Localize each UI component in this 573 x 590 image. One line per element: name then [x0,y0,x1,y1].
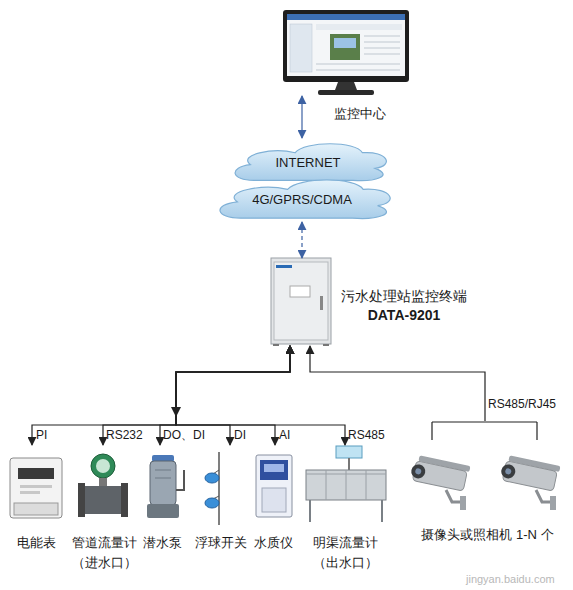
signal-line [160,346,290,445]
monitor-illustration [283,10,409,95]
camera-illustration [409,454,470,491]
terminal-node: 污水处理站监控终端DATA-9201 [270,258,332,346]
device-label: 浮球开关 [190,533,252,553]
signal-line [176,346,345,445]
interface-label: RS232 [106,428,143,442]
wireless-link [301,222,302,258]
interface-label: DO、DI [163,428,205,442]
interface-label: RS485/RJ45 [488,397,556,411]
camera-group-node: 摄像头或照相机 1-N 个 [405,421,570,551]
device-label: 潜水泵 [134,533,190,553]
device-label: 水质仪 [246,533,300,553]
signal-line [176,346,290,445]
signal-line [103,346,290,445]
terminal-model: DATA-9201 [329,305,479,325]
device-label: 管道流量计 （进水口） [66,533,142,573]
device-node: 管道流量计 （进水口） [66,445,142,575]
interface-label: PI [36,428,47,442]
cloud-node: 4G/GPRS/CDMA [212,174,392,222]
camera-illustration [499,454,560,491]
device-node: 浮球开关 [190,445,252,570]
camera-mount-base [550,496,556,510]
interface-label: DI [234,428,246,442]
signal-line [310,346,485,421]
meter-illustration [10,458,62,518]
camera-mount-base [460,496,466,510]
node-label: 监控中心 [334,104,414,124]
cloud-label: 4G/GPRS/CDMA [212,190,392,210]
terminal-name: 污水处理站监控终端 [329,286,479,306]
signal-line [176,346,290,445]
signal-line [32,346,290,445]
water-analyser-illustration [256,455,292,517]
device-label: 电能表 [4,533,68,553]
cabinet-illustration [271,258,331,346]
device-label: 明渠流量计 （出水口） [300,533,390,573]
pipe-flowmeter-illustration [78,454,128,517]
bus-arrowhead [171,407,181,417]
cloud-node: INTERNET [228,138,388,184]
device-node: 水质仪 [246,445,300,570]
device-node: 电能表 [4,445,68,570]
float-switch-illustration [205,452,219,525]
signal-line [301,96,302,138]
device-label: 摄像头或照相机 1-N 个 [405,525,570,545]
camera-mount [536,490,552,502]
interface-label: AI [279,428,290,442]
monitor-node: 监控中心 [282,10,410,96]
camera-mount [446,490,462,502]
channel-flowmeter-illustration [306,446,386,522]
device-node: 潜水泵 [140,445,184,570]
cloud-label: INTERNET [228,153,388,173]
pump-illustration [147,455,184,518]
watermark: jingyan.baidu.com [466,572,555,586]
device-node: 明渠流量计 （出水口） [300,445,390,575]
interface-label: RS485 [348,428,385,442]
camera-bracket [432,422,537,440]
